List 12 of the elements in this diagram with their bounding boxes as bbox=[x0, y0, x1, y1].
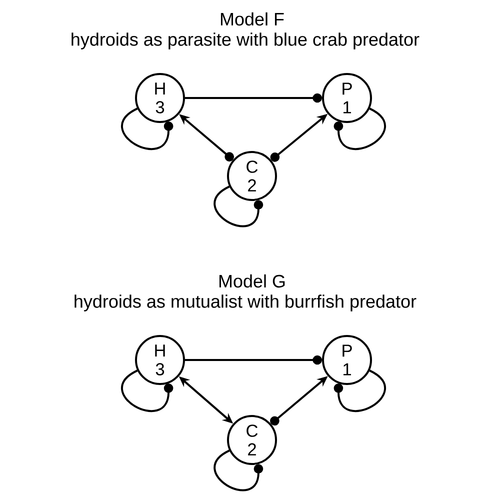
arrow bbox=[185, 355, 322, 365]
self-loop bbox=[214, 450, 264, 492]
arrow bbox=[185, 93, 322, 103]
self-loop bbox=[334, 370, 386, 412]
self-loop bbox=[214, 186, 264, 228]
heading: Model G bbox=[219, 274, 285, 288]
self-loop bbox=[121, 108, 174, 150]
self-loop bbox=[334, 108, 386, 150]
heading: Model F bbox=[220, 12, 284, 26]
self-loop bbox=[121, 370, 174, 412]
subtitle: hydroids as mutualist with burrfish predator bbox=[74, 294, 416, 312]
subtitle: hydroids as parasite with blue crab predator bbox=[72, 32, 420, 50]
